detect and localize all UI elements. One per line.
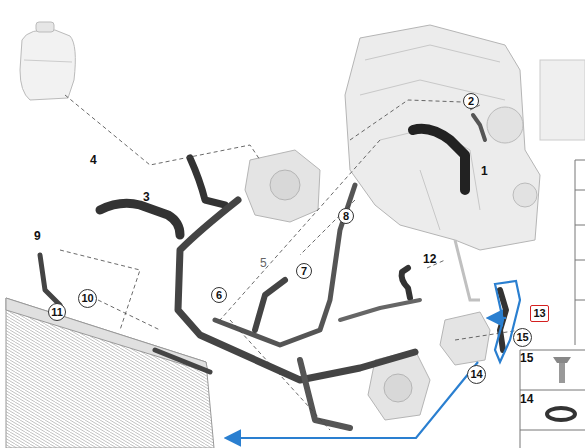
callout-number: 5 <box>260 257 267 269</box>
callout-circle: 6 <box>211 287 227 303</box>
callout-number: 10 <box>81 293 93 304</box>
callout-number: 14 <box>520 393 533 405</box>
callout-number: 12 <box>423 253 436 265</box>
screw-icon <box>553 357 571 383</box>
callout-number: 11 <box>51 307 63 318</box>
callout-circle: 2 <box>463 93 479 109</box>
callout-number: 2 <box>468 96 474 107</box>
callout-circle: 14 <box>467 365 486 384</box>
callout-circle: 15 <box>513 328 532 347</box>
callout-circle: 8 <box>338 208 354 224</box>
callout-number: 3 <box>143 191 150 203</box>
seal-ring-icon <box>547 408 575 420</box>
callout-number: 8 <box>343 211 349 222</box>
callout-number: 1 <box>481 165 488 177</box>
coolant-hoses <box>40 115 506 428</box>
callout-number: 6 <box>216 290 222 301</box>
callout-number: 15 <box>520 352 533 364</box>
callout-number: 9 <box>34 230 41 242</box>
callout-number: 14 <box>470 369 482 380</box>
callout-number: 15 <box>516 332 528 343</box>
callout-number: 4 <box>90 154 97 166</box>
callout-circle: 7 <box>296 263 312 279</box>
engine-block <box>345 25 585 300</box>
callout-circle: 11 <box>48 303 66 321</box>
highlighted-callout: 13 <box>530 305 549 322</box>
pump-housing <box>245 150 490 420</box>
parts-table <box>520 160 585 448</box>
callout-number: 13 <box>533 308 545 319</box>
callout-circle: 10 <box>78 289 97 308</box>
callout-number: 7 <box>301 266 307 277</box>
leader-lines <box>60 95 520 430</box>
highlight-arrows <box>228 281 520 438</box>
expansion-tank <box>20 22 75 100</box>
